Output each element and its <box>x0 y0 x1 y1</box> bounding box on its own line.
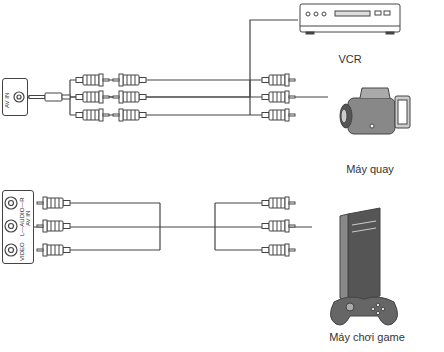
circle-shape <box>5 244 17 256</box>
jack-label: AV IN <box>25 211 31 226</box>
circle-shape <box>314 12 318 16</box>
use-shape <box>262 197 295 209</box>
circle-shape <box>17 95 21 99</box>
rect-shape <box>348 98 395 134</box>
rect-shape <box>62 95 70 99</box>
use-shape <box>262 220 295 232</box>
rect-shape <box>386 32 394 34</box>
rect-shape <box>29 96 45 99</box>
line-shape <box>352 228 376 232</box>
device-label: Máy quay <box>346 163 394 176</box>
rect-shape <box>335 11 370 16</box>
line-shape <box>249 80 250 115</box>
line-shape <box>159 203 160 250</box>
jack-label: L—AUDIO—R <box>19 197 25 236</box>
path-shape <box>360 88 390 98</box>
polygon-shape <box>340 214 348 302</box>
use-shape <box>37 220 70 232</box>
rect-shape <box>384 11 390 15</box>
ellipse-shape <box>341 109 347 123</box>
use-shape <box>113 91 146 103</box>
use-shape <box>76 74 109 86</box>
circle-shape <box>5 220 17 232</box>
use-shape <box>76 91 109 103</box>
jack-label: VIDEO <box>19 242 25 261</box>
jack-plug <box>29 93 70 101</box>
game-console-icon <box>330 208 397 325</box>
rect-shape <box>398 100 407 124</box>
line-shape <box>214 203 215 250</box>
use-shape <box>262 74 295 86</box>
use-shape <box>113 74 146 86</box>
line-shape <box>300 26 400 27</box>
device-label: Máy chơi game <box>329 331 405 344</box>
circle-shape <box>381 307 385 311</box>
line-shape <box>70 202 160 203</box>
use-shape <box>262 91 295 103</box>
circle-shape <box>5 197 17 209</box>
jacks <box>5 92 24 256</box>
circle-shape <box>371 307 375 311</box>
polygon-shape <box>348 208 380 302</box>
av-in-panel: L—AUDIO—RAV IN VIDEO <box>2 190 34 264</box>
circle-shape <box>9 201 14 206</box>
rect-shape <box>306 32 314 34</box>
line-shape <box>215 249 262 250</box>
av-cable <box>28 20 298 97</box>
av-in-panel: AV IN <box>2 78 28 116</box>
line-shape <box>215 202 262 203</box>
circle-shape <box>322 12 326 16</box>
use-shape <box>37 197 70 209</box>
vcr-device: VCR <box>298 0 402 68</box>
bottom-cable <box>70 203 262 250</box>
circle-shape <box>9 248 14 253</box>
path-shape <box>330 297 397 325</box>
rect-shape <box>395 96 410 128</box>
game-console-device: Máy chơi game <box>312 205 422 346</box>
use-shape <box>262 109 295 121</box>
circle-shape <box>14 92 24 102</box>
circle-shape <box>306 12 310 16</box>
vcr-icon <box>300 4 400 34</box>
circle-shape <box>376 303 380 307</box>
circle-shape <box>370 124 374 128</box>
top-plugs <box>76 74 295 121</box>
camcorder-device: Máy quay <box>328 82 412 178</box>
circle-shape <box>346 303 354 311</box>
camcorder-icon <box>340 88 410 134</box>
rect-shape <box>45 93 62 101</box>
bottom-plugs <box>37 197 295 256</box>
rect-shape <box>300 4 400 32</box>
line-shape <box>70 249 160 250</box>
line-shape <box>352 221 376 225</box>
use-shape <box>76 109 109 121</box>
jack-label: AV IN <box>4 93 10 108</box>
ellipse-shape <box>340 104 352 128</box>
rect-shape <box>375 11 381 15</box>
use-shape <box>262 244 295 256</box>
circle-shape <box>376 311 380 315</box>
device-label: VCR <box>338 53 361 66</box>
use-shape <box>113 109 146 121</box>
use-shape <box>37 244 70 256</box>
circle-shape <box>9 224 14 229</box>
